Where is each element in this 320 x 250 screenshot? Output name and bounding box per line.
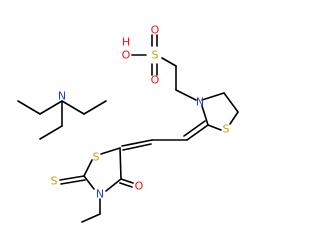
bond-tea-ethyl3-b [39, 125, 63, 140]
atom-thiazolidine-s: S [223, 123, 230, 136]
atom-sulfonic-o-top: O [151, 24, 160, 37]
bond-carbonyl-2 [119, 182, 133, 188]
bond-thz-ch2-s [229, 111, 239, 125]
atom-rhodanine-n: N [96, 188, 104, 201]
bond-exo-2b [122, 143, 152, 151]
atom-labels: N O S O O H N S S S O N [51, 24, 230, 201]
bond-thione-1 [59, 175, 85, 181]
bond-tea-ethyl2-a [61, 100, 85, 115]
bond-tea-ethyl1-a [39, 100, 63, 115]
bond-thz-n-ch2 [201, 92, 225, 101]
bond-n-ethyl-2 [81, 213, 101, 223]
bond-rh-c4-c5 [119, 147, 122, 180]
bonds [17, 34, 239, 223]
bond-exo-1a [186, 124, 209, 141]
atom-thione-s: S [51, 175, 58, 188]
bond-tea-ethyl2-b [83, 100, 107, 115]
atom-sulfonic-s: S [152, 49, 159, 62]
bond-tea-ethyl1-b [17, 100, 41, 115]
atom-thiazolidine-n: N [196, 96, 204, 109]
atom-triethylamine-n: N [58, 90, 66, 103]
bond-rh-c5-s [100, 147, 121, 155]
bond-s-chain [161, 57, 177, 67]
bond-rh-n-c4 [105, 178, 122, 192]
bond-exo-2a [121, 139, 153, 147]
atom-rhodanine-ring-s: S [93, 151, 100, 164]
bond-rh-c2-n [83, 175, 95, 190]
atom-sulfonic-o-bottom: O [151, 74, 160, 87]
bond-thz-ch2-ch2 [223, 92, 239, 113]
bond-chain-2 [175, 89, 197, 101]
atom-sulfonic-oh-o: O [122, 49, 131, 62]
bond-carbonyl-1 [120, 178, 134, 184]
bond-thione-2 [60, 179, 86, 185]
atom-sulfonic-oh-h: H [122, 36, 130, 49]
bond-thz-c-n [201, 105, 209, 126]
bond-thz-s-c [207, 124, 222, 131]
atom-carbonyl-o: O [135, 180, 144, 193]
bond-rh-s-c2 [83, 159, 93, 177]
bond-exo-1b [183, 120, 206, 137]
molecule-diagram: N O S O O H N S S S O N [17, 24, 239, 223]
